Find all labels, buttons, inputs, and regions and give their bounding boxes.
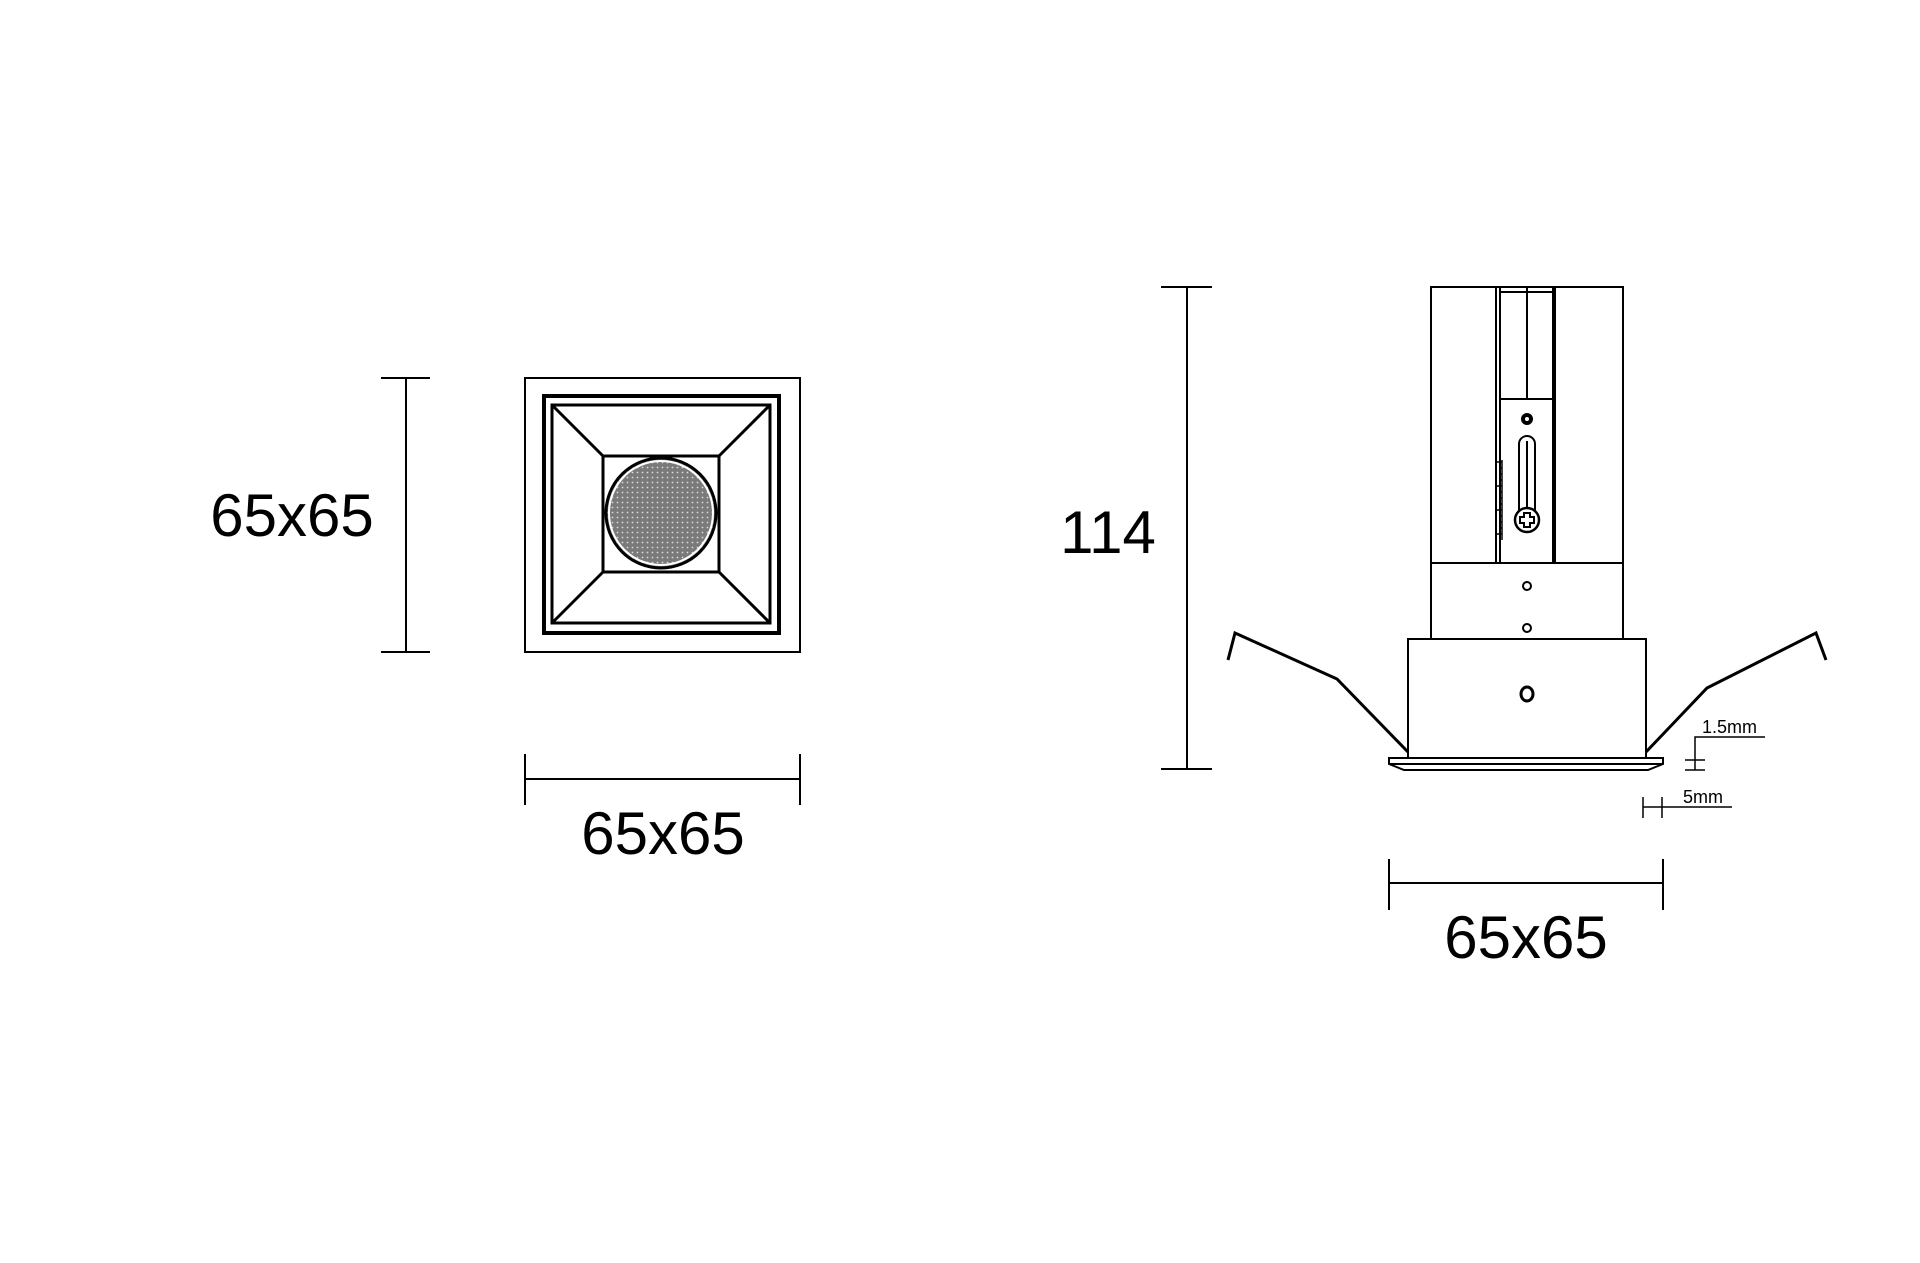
adjust-scale: [1496, 460, 1503, 540]
top-view: 65x65 65x65: [210, 377, 801, 867]
adjust-bracket: [1495, 287, 1556, 563]
trim-outer: [524, 377, 801, 653]
hole-icon: [1519, 685, 1535, 703]
width-dimension: 65x65: [1388, 859, 1664, 971]
reflector-outer: [550, 403, 772, 625]
width-label: 65x65: [581, 800, 744, 867]
hole-icon: [1522, 581, 1532, 591]
side-view: 114: [1060, 286, 1828, 971]
left-spring-clip: [1226, 630, 1410, 754]
flange-thickness-label: 1.5mm: [1702, 717, 1757, 737]
reflector-inner: [601, 454, 721, 574]
height-label: 65x65: [210, 482, 373, 549]
height-dimension: 65x65: [210, 377, 430, 653]
width-label: 65x65: [1444, 904, 1607, 971]
hole-icon: [1522, 623, 1532, 633]
lens: [604, 456, 718, 570]
height-dimension: 114: [1060, 286, 1212, 770]
lower-body: [1407, 638, 1647, 759]
flange-overhang-dimension: 5mm: [1642, 787, 1732, 818]
flange-thickness-dimension: 1.5mm: [1685, 717, 1765, 771]
width-dimension: 65x65: [524, 754, 801, 867]
flange-overhang-label: 5mm: [1683, 787, 1723, 807]
right-spring-clip: [1644, 630, 1828, 754]
trim-frame: [542, 394, 781, 635]
phillips-screw-icon: [1513, 506, 1541, 534]
height-label: 114: [1060, 499, 1156, 566]
screw-hole-icon: [1521, 413, 1533, 425]
